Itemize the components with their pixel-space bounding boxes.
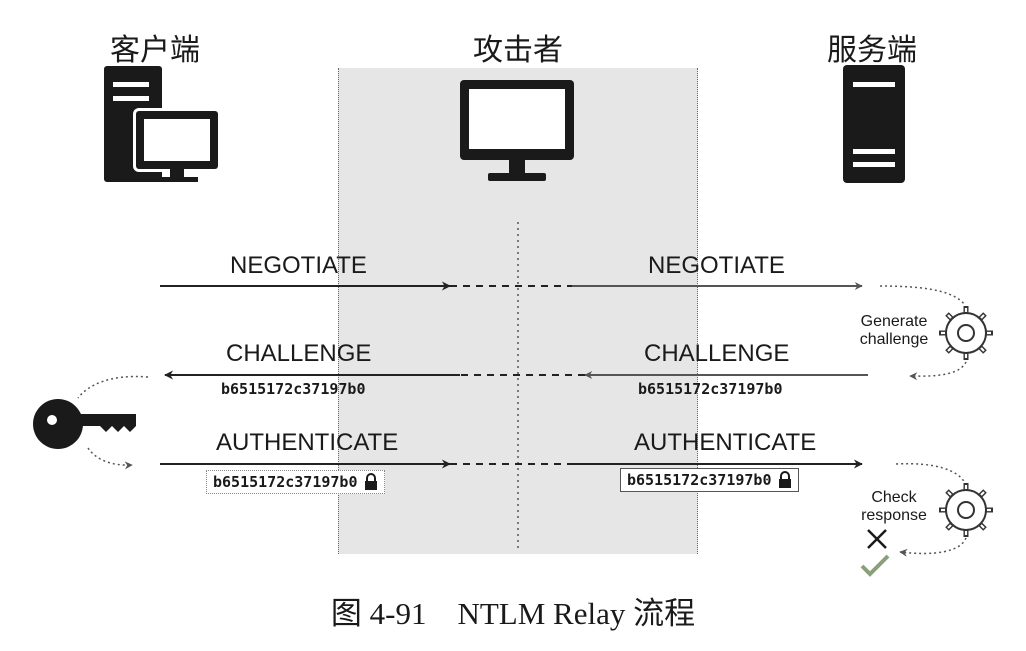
auth-right-hash: b6515172c37197b0 — [627, 471, 772, 489]
generate-in-curve — [879, 285, 966, 306]
caption-title: NTLM Relay 流程 — [457, 596, 696, 631]
auth-right-hash-box: b6515172c37197b0 — [620, 468, 799, 492]
key-icon — [33, 399, 136, 449]
challenge-right-label: CHALLENGE — [644, 340, 790, 367]
cross-icon — [867, 529, 887, 549]
monitor-icon — [460, 80, 574, 181]
auth-left-hash: b6515172c37197b0 — [213, 473, 358, 491]
auth-left-hash-box: b6515172c37197b0 — [206, 470, 385, 494]
check-response-note: Check response — [848, 489, 940, 525]
generate-out-curve — [909, 361, 967, 381]
lock-icon — [778, 471, 791, 488]
authenticate-right-label: AUTHENTICATE — [634, 429, 817, 456]
server-tower-icon — [843, 65, 905, 183]
check-line2: response — [861, 507, 927, 524]
challenge-left-hash: b6515172c37197b0 — [221, 380, 366, 398]
negotiate-left-label: NEGOTIATE — [230, 252, 367, 279]
check-line1: Check — [871, 489, 917, 506]
key-out-curve — [87, 447, 133, 470]
generate-line2: challenge — [859, 331, 929, 348]
challenge-left-label: CHALLENGE — [226, 340, 372, 367]
generate-line1: Generate — [860, 313, 928, 330]
client-label: 客户端 — [110, 33, 200, 68]
check-in-curve — [895, 462, 966, 484]
caption-figure-number: 图 4-91 — [330, 596, 427, 631]
challenge-right-hash: b6515172c37197b0 — [638, 380, 783, 398]
authenticate-left-label: AUTHENTICATE — [216, 429, 399, 456]
server-label: 服务端 — [827, 33, 917, 68]
figure-caption: 图 4-91 NTLM Relay 流程 — [0, 588, 1026, 633]
attacker-label: 攻击者 — [473, 33, 563, 68]
lock-icon — [364, 473, 377, 490]
gear-icon — [939, 483, 993, 537]
generate-challenge-note: Generate challenge — [848, 313, 940, 349]
negotiate-right-label: NEGOTIATE — [648, 252, 785, 279]
check-icon — [860, 554, 890, 577]
gear-icon — [939, 306, 993, 360]
check-out-curve — [899, 537, 967, 557]
key-in-curve — [77, 375, 149, 399]
computer-tower-monitor-icon — [104, 66, 221, 182]
